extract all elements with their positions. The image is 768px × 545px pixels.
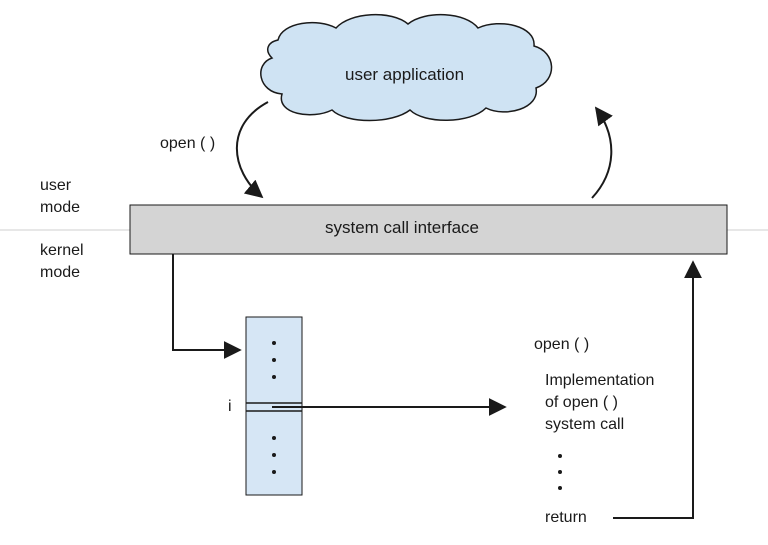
implementation-line: system call bbox=[545, 416, 625, 433]
implementation-line: of open ( ) bbox=[545, 394, 618, 411]
system-call-interface-label: system call interface bbox=[325, 218, 479, 237]
implementation-dot bbox=[558, 486, 562, 490]
return-to-interface-arrow bbox=[613, 260, 702, 519]
table-dot bbox=[272, 470, 276, 474]
implementation-description: Implementation of open ( ) system call bbox=[545, 370, 654, 436]
implementation-line: Implementation bbox=[545, 372, 655, 389]
dispatch-arrow bbox=[172, 254, 242, 359]
kernel-mode-label: kernel mode bbox=[40, 242, 84, 281]
implementation-dot bbox=[558, 470, 562, 474]
cloud-label: user application bbox=[345, 65, 465, 84]
table-dot bbox=[272, 358, 276, 362]
open-call-arrow bbox=[235, 101, 269, 199]
return-label: return bbox=[545, 509, 587, 526]
table-dot bbox=[272, 453, 276, 457]
system-call-interface-bar bbox=[129, 204, 728, 255]
table-dot bbox=[272, 375, 276, 379]
table-index-label: i bbox=[228, 398, 232, 415]
user-application-cloud bbox=[260, 14, 553, 122]
table-dot bbox=[272, 341, 276, 345]
return-to-user-arrow bbox=[591, 106, 613, 199]
open-call-label: open ( ) bbox=[160, 135, 216, 152]
user-mode-label: user mode bbox=[40, 177, 81, 216]
implementation-title: open ( ) bbox=[534, 336, 590, 353]
table-dot bbox=[272, 436, 276, 440]
implementation-dot bbox=[558, 454, 562, 458]
